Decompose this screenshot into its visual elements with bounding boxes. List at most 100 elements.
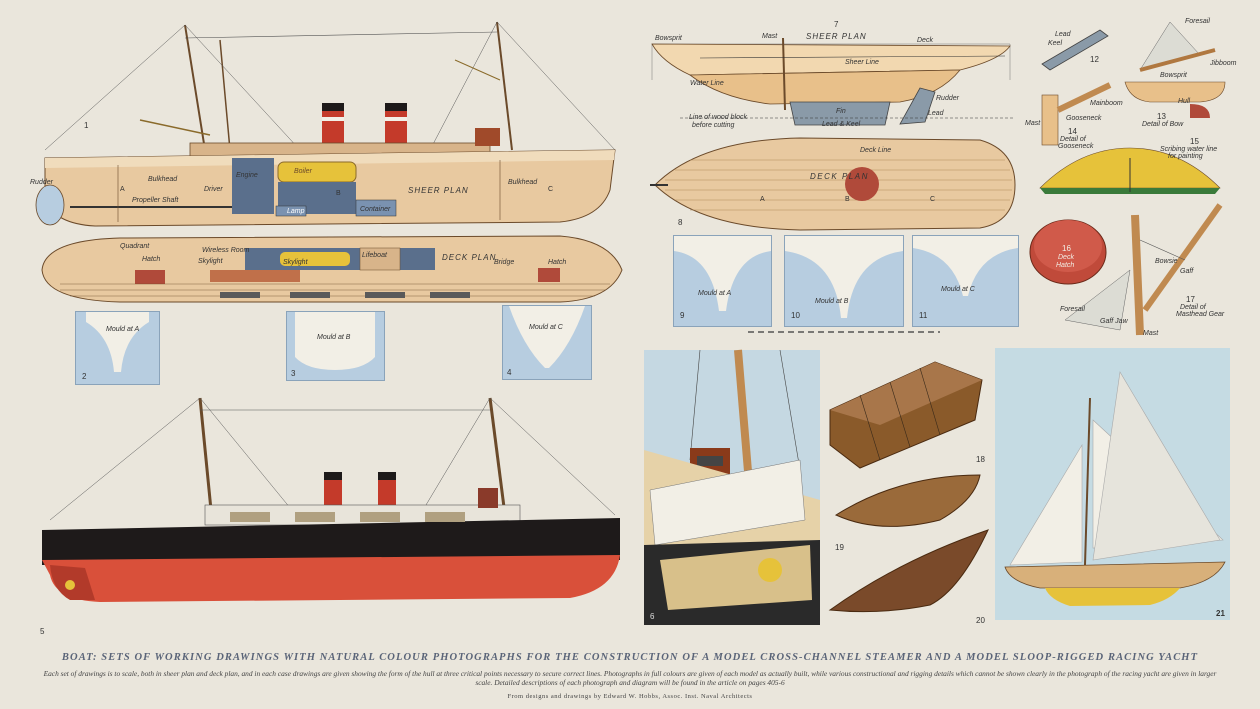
label-bulkhead-fwd: Bulkhead (508, 179, 538, 186)
label-hatch-fwd: Hatch (548, 259, 567, 266)
figure-number: 10 (791, 311, 800, 320)
figure-number-17: 17 (1186, 295, 1195, 304)
label-propeller-shaft: Propeller Shaft (132, 197, 179, 204)
label-deck: Deck (917, 37, 933, 44)
mould-steamer-c: Mould at C 4 (502, 305, 592, 380)
label-foresail-17: Foresail (1060, 306, 1085, 313)
mould-yacht-a: Mould at A 9 (673, 235, 772, 327)
label-scribing-water-line: Scribing water line (1160, 146, 1218, 153)
label-bowsie: Bowsie (1155, 258, 1178, 265)
mould-steamer-b: Mould at B 3 (286, 311, 385, 381)
caption-body: Each set of drawings is to scale, both i… (43, 669, 1217, 687)
label-hatch-aft: Hatch (142, 256, 161, 263)
label-hatch-16: Hatch (1056, 262, 1075, 269)
label-boiler: Boiler (294, 168, 312, 175)
mould-label: Mould at A (106, 326, 140, 333)
figure-number-19: 19 (835, 543, 844, 552)
yacht-deck-plan (650, 137, 1016, 231)
label-detail-bow: Detail of Bow (1142, 121, 1184, 128)
figure-number-7: 7 (834, 20, 839, 29)
mould-label: Mould at B (317, 334, 351, 341)
label-keel-12: Keel (1048, 40, 1063, 47)
figure-number-21: 21 (1216, 609, 1225, 618)
figure-number: 11 (919, 311, 928, 320)
label-mast-17: Mast (1143, 330, 1159, 337)
label-lamp: Lamp (287, 208, 305, 215)
yacht-sheer-plan (651, 37, 1015, 126)
section-a: A (120, 186, 125, 193)
label-lead-keel: Lead & Keel (822, 121, 861, 128)
label-skylight-mid: Skylight (283, 259, 308, 266)
label-mast-14: Mast (1025, 120, 1041, 127)
label-sheer-line: Sheer Line (845, 59, 879, 66)
mould-yacht-b: Mould at B 10 (784, 235, 904, 327)
section-a-yacht: A (760, 196, 765, 203)
label-detail-of: Detail of (1060, 136, 1086, 143)
section-b: B (336, 190, 341, 197)
figure-number-5: 5 (40, 627, 45, 636)
figure-number: 2 (82, 372, 87, 381)
label-bowsprit-13: Bowsprit (1160, 72, 1187, 79)
steamer-deck-plan (41, 235, 623, 303)
label-rudder: Rudder (30, 179, 53, 186)
section-c-yacht: C (930, 196, 936, 203)
label-engine: Engine (236, 172, 258, 179)
rigging-details (1029, 21, 1226, 336)
label-mast: Mast (762, 33, 778, 40)
label-gaff-jaw: Gaff Jaw (1100, 318, 1128, 325)
label-wireless-room: Wireless Room (202, 247, 250, 254)
caption-title: BOAT: SETS OF WORKING DRAWINGS WITH NATU… (61, 652, 1199, 663)
label-quadrant: Quadrant (120, 243, 150, 250)
label-lead: Lead (928, 110, 944, 117)
label-water-line: Water Line (690, 80, 724, 87)
figure-number-1: 1 (84, 121, 89, 130)
label-deck-line: Deck Line (860, 147, 892, 154)
label-foresail-13: Foresail (1185, 18, 1210, 25)
label-skylight-aft: Skylight (198, 258, 223, 265)
label-gaff: Gaff (1180, 268, 1194, 275)
yacht-model-photo (995, 348, 1230, 620)
mould-label: Mould at B (815, 298, 849, 305)
label-driver: Driver (204, 186, 223, 193)
steamer-sheer-plan (35, 21, 616, 227)
figure-number-13: 13 (1157, 112, 1166, 121)
steamer-detail-photo (644, 349, 820, 625)
figure-number: 4 (507, 368, 512, 377)
label-detail-gooseneck: Gooseneck (1058, 143, 1094, 150)
label-bulkhead-aft: Bulkhead (148, 176, 178, 183)
label-deck-16: Deck (1058, 254, 1074, 261)
label-hull-13: Hull (1178, 98, 1191, 105)
label-lead-12: Lead (1055, 31, 1071, 38)
label-line-wood-block: Line of wood block (689, 114, 747, 121)
hull-carving-stages (828, 361, 989, 613)
label-for-painting: for painting (1168, 153, 1203, 160)
label-container: Container (360, 206, 391, 213)
caption-credit: From designs and drawings by Edward W. H… (507, 693, 753, 700)
figure-number-16: 16 (1062, 244, 1071, 253)
label-detail-of-17: Detail of (1180, 304, 1206, 311)
sheer-plan-title: SHEER PLAN (408, 186, 469, 195)
figure-number: 3 (291, 369, 296, 378)
label-masthead-gear: Masthead Gear (1176, 311, 1225, 318)
label-before-cutting: before cutting (692, 122, 735, 129)
mould-yacht-c: Mould at C 11 (912, 235, 1019, 327)
label-bowsprit: Bowsprit (655, 35, 682, 42)
figure-number-6: 6 (650, 612, 655, 621)
yacht-deck-plan-title: DECK PLAN (810, 172, 869, 181)
section-c: C (548, 186, 554, 193)
figure-number-15: 15 (1190, 137, 1199, 146)
mould-steamer-a: Mould at A 2 (75, 311, 160, 385)
label-fin: Fin (836, 108, 846, 115)
figure-number-8: 8 (678, 218, 683, 227)
figure-number-20: 20 (976, 616, 985, 625)
label-rudder-yacht: Rudder (936, 95, 959, 102)
label-lifeboat: Lifeboat (362, 252, 387, 259)
figure-number-12: 12 (1090, 55, 1099, 64)
mould-label: Mould at A (698, 290, 732, 297)
yacht-sheer-plan-title: SHEER PLAN (806, 32, 867, 41)
label-jibboom: Jibboom (1210, 60, 1237, 67)
deck-plan-title: DECK PLAN (442, 253, 497, 262)
mould-label: Mould at C (529, 324, 563, 331)
section-b-yacht: B (845, 196, 850, 203)
